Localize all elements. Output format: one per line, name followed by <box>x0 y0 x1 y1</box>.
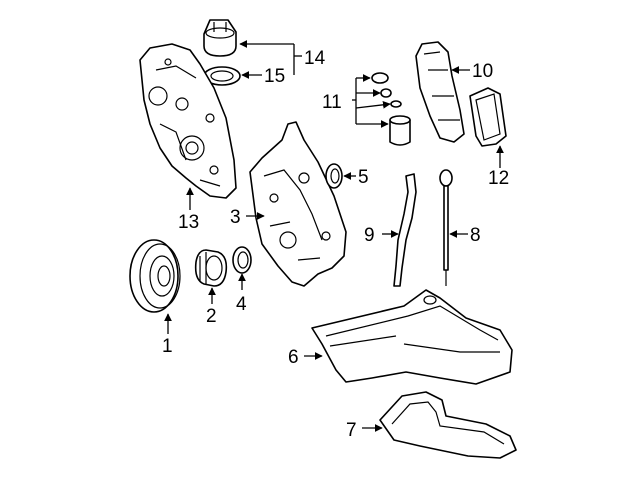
callout-6: 6 <box>288 347 299 368</box>
callout-1: 1 <box>162 336 173 357</box>
timing-cover-rear <box>139 43 237 199</box>
callout-7: 7 <box>346 420 357 441</box>
callout-4: 4 <box>236 294 247 315</box>
crankshaft-pulley <box>129 239 181 313</box>
dipstick-tube <box>393 173 417 287</box>
callout-15: 15 <box>264 66 285 87</box>
callout-12: 12 <box>488 168 509 189</box>
callout-3: 3 <box>230 207 241 228</box>
callout-10: 10 <box>472 61 493 82</box>
callout-11: 11 <box>322 92 342 113</box>
callout-14: 14 <box>304 48 326 69</box>
front-crank-seal <box>325 163 343 189</box>
oil-pan <box>311 289 513 385</box>
callout-5: 5 <box>358 167 369 188</box>
dipstick <box>439 169 453 286</box>
lower-oil-pan <box>379 391 517 459</box>
callout-2: 2 <box>206 306 217 327</box>
callout-8: 8 <box>470 225 481 246</box>
housing-gasket <box>469 87 507 147</box>
timing-cover-front <box>249 121 347 287</box>
oil-filter-kit <box>371 72 411 146</box>
callout-9: 9 <box>364 225 375 246</box>
seal-ring <box>232 246 252 274</box>
oil-filler-cap <box>203 19 237 57</box>
callout-13: 13 <box>178 212 199 233</box>
leader-lines <box>164 40 504 432</box>
oil-filter-housing <box>415 41 465 143</box>
crank-gear <box>194 249 228 287</box>
